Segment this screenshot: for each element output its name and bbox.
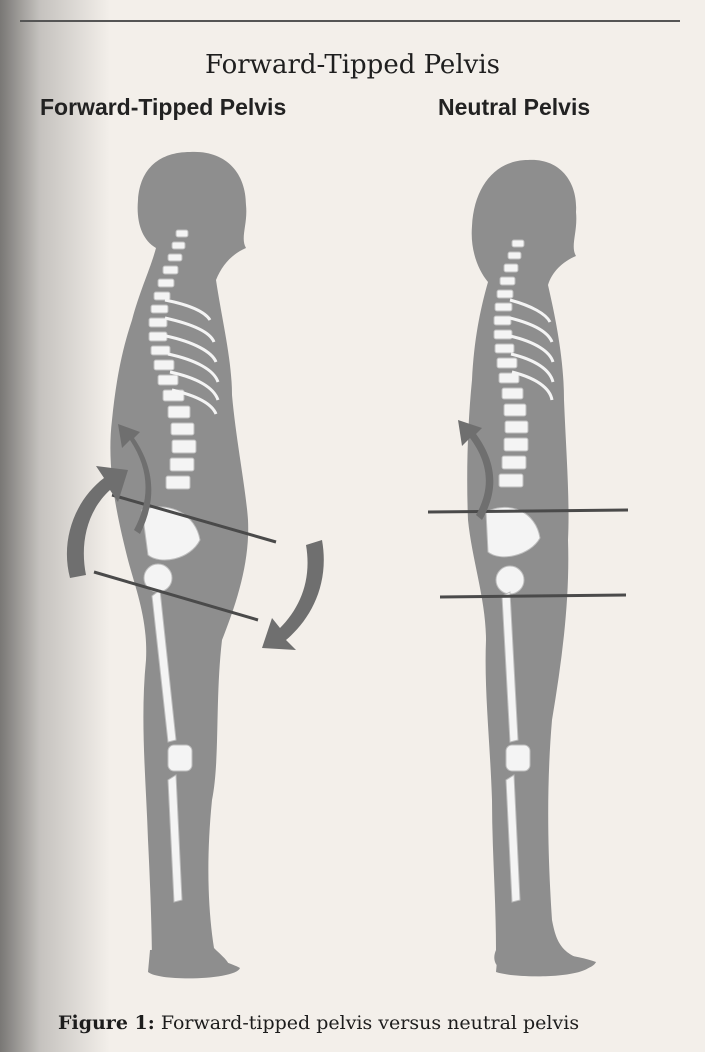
figure-caption-text: Forward-tipped pelvis versus neutral pel… xyxy=(161,1012,579,1034)
figure-caption: Figure 1: Forward-tipped pelvis versus n… xyxy=(58,1012,579,1034)
right-body-silhouette xyxy=(467,160,590,976)
figure-caption-label: Figure 1: xyxy=(58,1012,155,1034)
right-feet xyxy=(496,950,596,976)
